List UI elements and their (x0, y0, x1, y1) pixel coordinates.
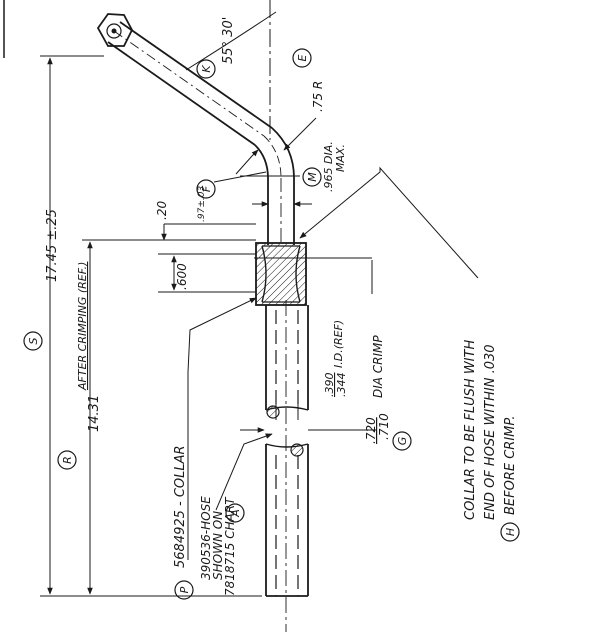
hex-fitting (96, 13, 134, 47)
svg-text:R: R (61, 456, 74, 464)
svg-text:P: P (178, 586, 191, 593)
crimped-collar (255, 242, 307, 306)
crimp-id-note: I.D.(REF) (332, 320, 345, 368)
svg-text:E: E (296, 54, 309, 61)
hose (265, 305, 309, 597)
svg-text:G: G (396, 437, 409, 446)
max-dia-suffix: MAX. (334, 144, 347, 172)
note-line-2: END OF HOSE WITHIN .030 (483, 344, 498, 520)
after-crimping-dimension (82, 239, 256, 595)
callout-f: F (196, 179, 216, 199)
callout-k: K (196, 59, 216, 79)
crimp-dia-bottom: .710 (377, 413, 391, 440)
after-crimping-note: AFTER CRIMPING (REF.) (76, 262, 89, 391)
svg-text:A: A (229, 509, 242, 518)
callout-m: M (302, 167, 322, 187)
crimp-id-top: .390 (323, 373, 336, 398)
overall-length-label: 17.45 ±.25 (45, 209, 60, 282)
note-line-1: COLLAR TO BE FLUSH WITH (463, 340, 478, 520)
max-dia-label: .965 DIA. (322, 141, 335, 192)
bend-angle-arc (185, 11, 277, 71)
crimp-id-dimension (275, 398, 299, 420)
callout-g: G (392, 431, 412, 451)
overall-length-dimension (40, 55, 262, 597)
bend-radius-label: .75 R (311, 81, 325, 112)
note-line-3: BEFORE CRIMP. (503, 415, 518, 515)
crimp-dia-note: DIA CRIMP (371, 335, 385, 398)
collar-note-leader (299, 166, 479, 279)
svg-text:H: H (504, 528, 517, 536)
svg-text:S: S (27, 337, 40, 344)
crimp-id-bottom: .344 (335, 373, 348, 398)
bend-angle-label: 55° 30' (221, 17, 236, 64)
hose-chart-label: 7818715 CHART (223, 496, 237, 596)
callout-p: P (174, 580, 194, 600)
collar-offset-dimension (161, 223, 256, 241)
collar-length-dimension (158, 253, 256, 293)
hose-part-label: 390536-HOSE (199, 496, 213, 580)
max-dia-leader (235, 149, 300, 177)
callout-s: S (23, 331, 43, 351)
collar-offset-label: .20 (155, 201, 169, 220)
crimp-dia-top: .720 (364, 417, 378, 444)
callout-h: H (500, 522, 520, 542)
vertical-tube (267, 178, 295, 245)
callout-a: A (225, 503, 245, 523)
callout-e: E (292, 48, 312, 68)
tube-dia-label: .97±.03 (197, 186, 207, 222)
bent-tube (107, 21, 295, 179)
callout-r: R (57, 450, 77, 470)
collar-length-label: .600 (175, 263, 189, 290)
after-crimping-label: 14.31 (87, 395, 102, 432)
crimp-dia-dimension (240, 257, 376, 433)
hose-shown-label: SHOWN ON (211, 511, 225, 580)
svg-text:M: M (306, 172, 319, 182)
svg-text:K: K (200, 65, 213, 73)
collar-part-label: 5684925 - COLLAR (173, 445, 188, 568)
svg-text:F: F (200, 185, 213, 192)
